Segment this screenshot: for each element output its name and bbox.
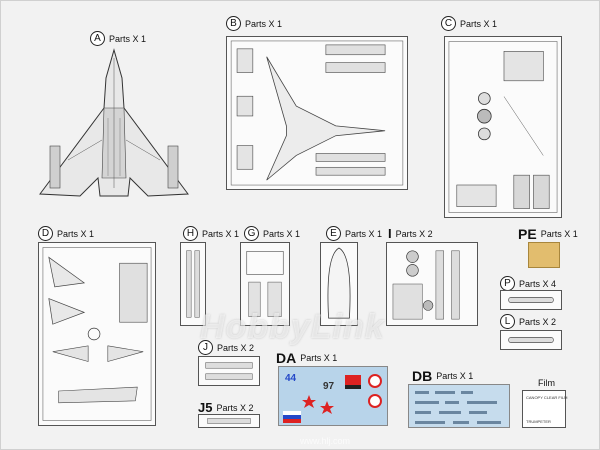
- letter-g: G: [244, 226, 259, 241]
- letter-e: E: [326, 226, 341, 241]
- sprue-l-drawing: [508, 337, 554, 343]
- decal-db-art: [415, 391, 501, 424]
- sprue-g-drawing: [246, 251, 284, 317]
- qty-j: Parts X 2: [217, 342, 255, 353]
- sprue-h-drawing: [186, 250, 200, 318]
- sprue-b-drawing: [230, 40, 404, 186]
- qty-g: Parts X 1: [263, 228, 301, 239]
- sprue-l: [500, 330, 562, 350]
- letter-a: A: [90, 31, 105, 46]
- part-label-d: D Parts X 1: [38, 226, 94, 241]
- film-text-line-1: CANOPY CLEAR FILM: [526, 395, 568, 400]
- qty-pe: Parts X 1: [540, 229, 578, 239]
- qty-da: Parts X 1: [300, 353, 338, 363]
- fuselage-drawing: [39, 48, 189, 197]
- qty-h: Parts X 1: [202, 228, 240, 239]
- part-label-a: A Parts X 1: [90, 31, 146, 46]
- part-label-i: I Parts X 2: [388, 226, 433, 241]
- sprue-i: [386, 242, 478, 326]
- qty-l: Parts X 2: [519, 316, 557, 327]
- letter-i: I: [388, 226, 392, 241]
- letter-db: DB: [412, 368, 433, 384]
- qty-d: Parts X 1: [57, 228, 95, 239]
- qty-a: Parts X 1: [109, 33, 147, 44]
- sprue-c: [444, 36, 562, 218]
- sprue-p: [500, 290, 562, 310]
- qty-i: Parts X 2: [395, 228, 433, 239]
- part-label-b: B Parts X 1: [226, 16, 282, 31]
- sprue-p-drawing: [508, 297, 554, 303]
- letter-l: L: [500, 314, 515, 329]
- sprue-d: [38, 242, 156, 426]
- watermark-url: www.hlj.com: [300, 436, 351, 446]
- part-label-da: DA Parts X 1: [276, 350, 337, 366]
- letter-c: C: [441, 16, 456, 31]
- qty-j5: Parts X 2: [216, 402, 254, 413]
- sprue-j: [198, 356, 260, 386]
- part-label-j5: J5 Parts X 2: [198, 400, 253, 415]
- part-label-e: E Parts X 1: [326, 226, 382, 241]
- sprue-i-drawing: [392, 250, 460, 320]
- sprue-g: [240, 242, 290, 326]
- sprue-a-fuselage: [38, 48, 190, 198]
- sprue-c-drawing: [448, 41, 558, 213]
- part-label-h: H Parts X 1: [183, 226, 239, 241]
- letter-p: P: [500, 276, 515, 291]
- qty-b: Parts X 1: [245, 18, 283, 29]
- sprue-h: [180, 242, 206, 326]
- letter-da: DA: [276, 350, 297, 366]
- sprue-j5: [198, 414, 260, 428]
- part-label-l: L Parts X 2: [500, 314, 556, 329]
- decal-sheet-db: [408, 384, 510, 428]
- part-label-p: P Parts X 4: [500, 276, 556, 291]
- qty-e: Parts X 1: [345, 228, 383, 239]
- letter-j5: J5: [198, 400, 213, 415]
- film-label: Film: [538, 378, 555, 388]
- qty-p: Parts X 4: [519, 278, 557, 289]
- canopy-drawing: [327, 247, 351, 319]
- part-label-j: J Parts X 2: [198, 340, 254, 355]
- decal-sheet-da: 44 97: [278, 366, 388, 426]
- letter-b: B: [226, 16, 241, 31]
- letter-j: J: [198, 340, 213, 355]
- letter-pe: PE: [518, 226, 537, 242]
- part-label-c: C Parts X 1: [441, 16, 497, 31]
- sprue-e-canopy: [320, 242, 358, 326]
- tail-number-44: 44: [285, 373, 297, 384]
- sprue-j5-drawing: [207, 418, 251, 424]
- tail-number-97: 97: [323, 381, 335, 392]
- part-label-pe: PE Parts X 1: [518, 226, 578, 242]
- photo-etch-fret: [528, 242, 560, 268]
- letter-d: D: [38, 226, 53, 241]
- sprue-b: [226, 36, 408, 190]
- sprue-j-drawing: [205, 362, 253, 380]
- qty-c: Parts X 1: [460, 18, 498, 29]
- part-label-db: DB Parts X 1: [412, 368, 473, 384]
- decal-da-art: [283, 374, 382, 423]
- letter-h: H: [183, 226, 198, 241]
- film-text-line-2: TRUMPETER: [526, 419, 551, 424]
- watermark-logo: HobbyLink: [200, 308, 385, 346]
- part-label-g: G Parts X 1: [244, 226, 300, 241]
- film-sheet: CANOPY CLEAR FILM TRUMPETER: [522, 390, 568, 428]
- qty-db: Parts X 1: [436, 371, 474, 381]
- sprue-d-drawing: [42, 247, 152, 421]
